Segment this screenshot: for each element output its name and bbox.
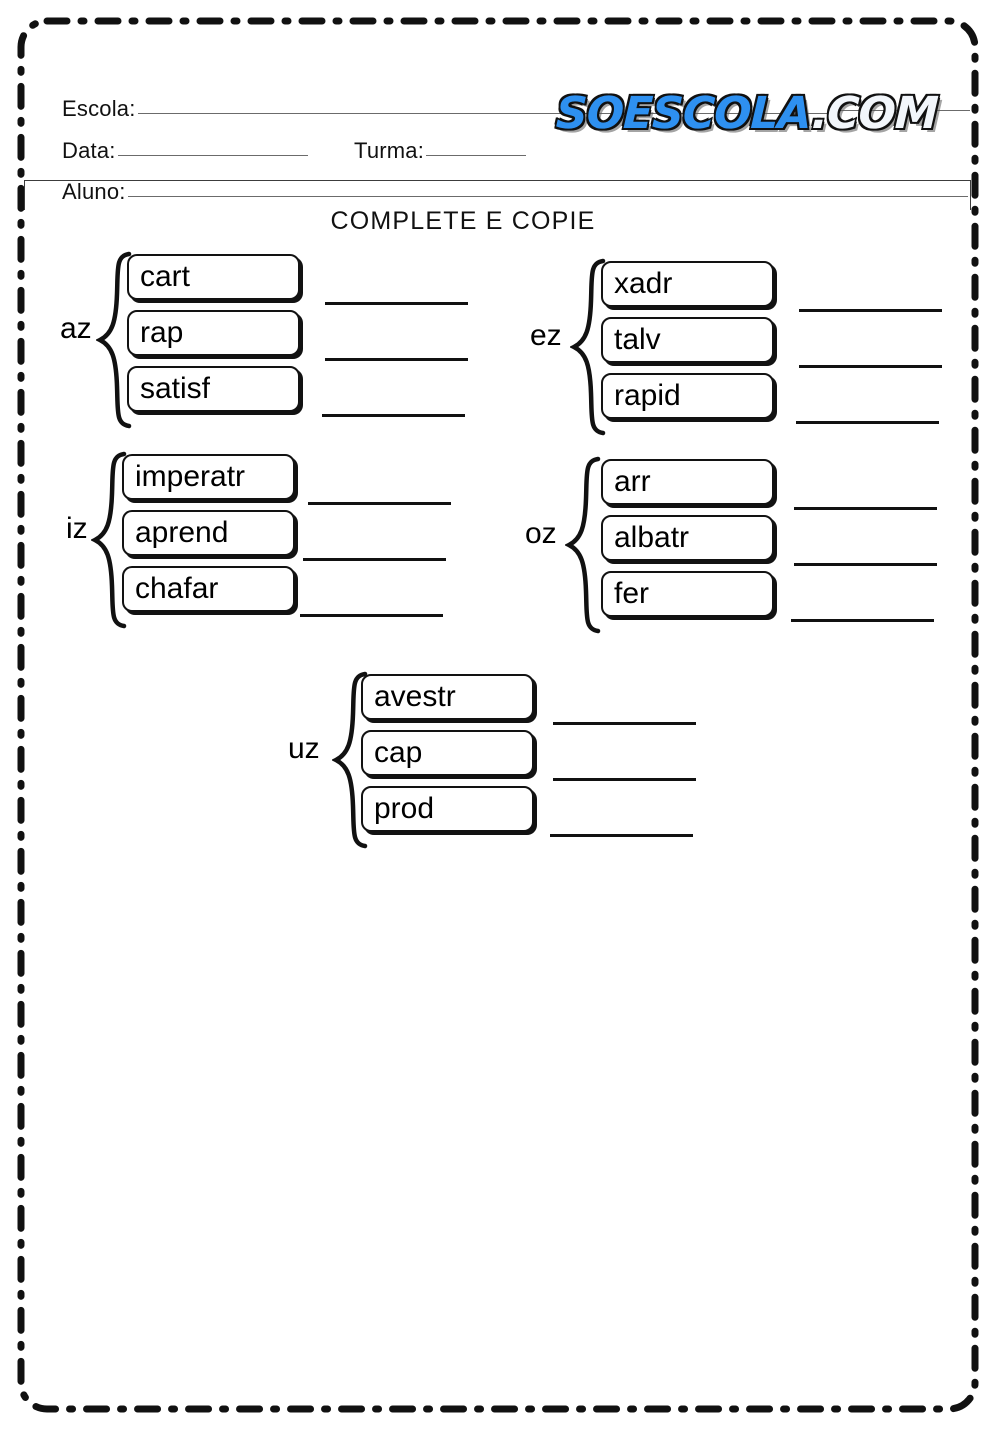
stem-text: rapid (614, 379, 681, 412)
header-tick-right (970, 180, 971, 210)
curly-brace-az (96, 251, 132, 429)
stem-text: avestr (374, 680, 456, 713)
stem-text: xadr (614, 267, 673, 300)
stem-box[interactable]: talv (601, 317, 774, 363)
curly-brace-iz (91, 451, 127, 629)
stem-box[interactable]: prod (361, 786, 534, 832)
stem-text: satisf (140, 372, 211, 405)
stem-text: arr (614, 465, 651, 498)
group-suffix-uz: uz (288, 732, 320, 765)
answer-line[interactable] (322, 414, 465, 417)
answer-line[interactable] (553, 722, 696, 725)
stem-box[interactable]: aprend (122, 510, 295, 556)
stem-box[interactable]: albatr (601, 515, 774, 561)
curly-brace-ez (570, 258, 606, 436)
field-escola-rule-extra[interactable] (839, 110, 970, 111)
answer-line[interactable] (303, 558, 446, 561)
stem-box[interactable]: cap (361, 730, 534, 776)
field-escola-label: Escola: (62, 96, 136, 121)
answer-line[interactable] (799, 365, 942, 368)
student-info-block: Escola: Data: Turma: Aluno: (24, 36, 972, 210)
stem-box[interactable]: rap (127, 310, 300, 356)
answer-line[interactable] (550, 834, 693, 837)
field-turma-label: Turma: (354, 138, 425, 163)
stem-box[interactable]: satisf (127, 366, 300, 412)
stem-text: talv (614, 323, 661, 356)
group-suffix-iz: iz (66, 512, 88, 545)
stem-text: rap (140, 316, 184, 349)
stem-box[interactable]: arr (601, 459, 774, 505)
field-data-rule[interactable] (117, 155, 308, 156)
answer-line[interactable] (791, 619, 934, 622)
field-aluno[interactable]: Aluno: (62, 179, 968, 205)
curly-brace-uz (332, 671, 368, 849)
group-suffix-oz: oz (525, 517, 557, 550)
stem-box[interactable]: xadr (601, 261, 774, 307)
answer-line[interactable] (308, 502, 451, 505)
stem-text: fer (614, 577, 650, 610)
field-turma-rule[interactable] (426, 155, 527, 156)
stem-box[interactable]: fer (601, 571, 774, 617)
group-suffix-az: az (60, 312, 92, 345)
stem-text: chafar (135, 572, 219, 605)
worksheet-title: COMPLETE E COPIE (0, 207, 1001, 236)
stem-box[interactable]: rapid (601, 373, 774, 419)
stem-text: aprend (135, 516, 229, 549)
logo-text-suffix: .COM (809, 87, 940, 141)
field-aluno-label: Aluno: (62, 179, 126, 204)
group-suffix-ez: ez (530, 319, 562, 352)
answer-line[interactable] (300, 614, 443, 617)
curly-brace-oz (565, 456, 601, 634)
header-tick-left (24, 180, 25, 210)
stem-text: imperatr (135, 460, 246, 493)
answer-line[interactable] (794, 507, 937, 510)
stem-text: cap (374, 736, 423, 769)
answer-line[interactable] (553, 778, 696, 781)
logo-text-primary: SOESCOLA (554, 87, 814, 141)
field-escola[interactable]: Escola: (62, 96, 970, 122)
field-turma[interactable]: Turma: (354, 138, 527, 164)
stem-box[interactable]: avestr (361, 674, 534, 720)
stem-box[interactable]: cart (127, 254, 300, 300)
answer-line[interactable] (325, 358, 468, 361)
stem-box[interactable]: imperatr (122, 454, 295, 500)
answer-line[interactable] (799, 309, 942, 312)
stem-box[interactable]: chafar (122, 566, 295, 612)
answer-line[interactable] (325, 302, 468, 305)
stem-text: cart (140, 260, 191, 293)
soescola-logo: SOESCOLA.COM (554, 87, 940, 141)
field-escola-rule[interactable] (137, 113, 838, 114)
answer-line[interactable] (796, 421, 939, 424)
field-data[interactable]: Data: (62, 138, 308, 164)
worksheet-title-text: COMPLETE E COPIE (330, 207, 596, 235)
field-data-label: Data: (62, 138, 116, 163)
field-aluno-rule[interactable] (127, 196, 968, 197)
answer-line[interactable] (794, 563, 937, 566)
header-divider (24, 180, 970, 181)
stem-text: albatr (614, 521, 690, 554)
stem-text: prod (374, 792, 435, 825)
